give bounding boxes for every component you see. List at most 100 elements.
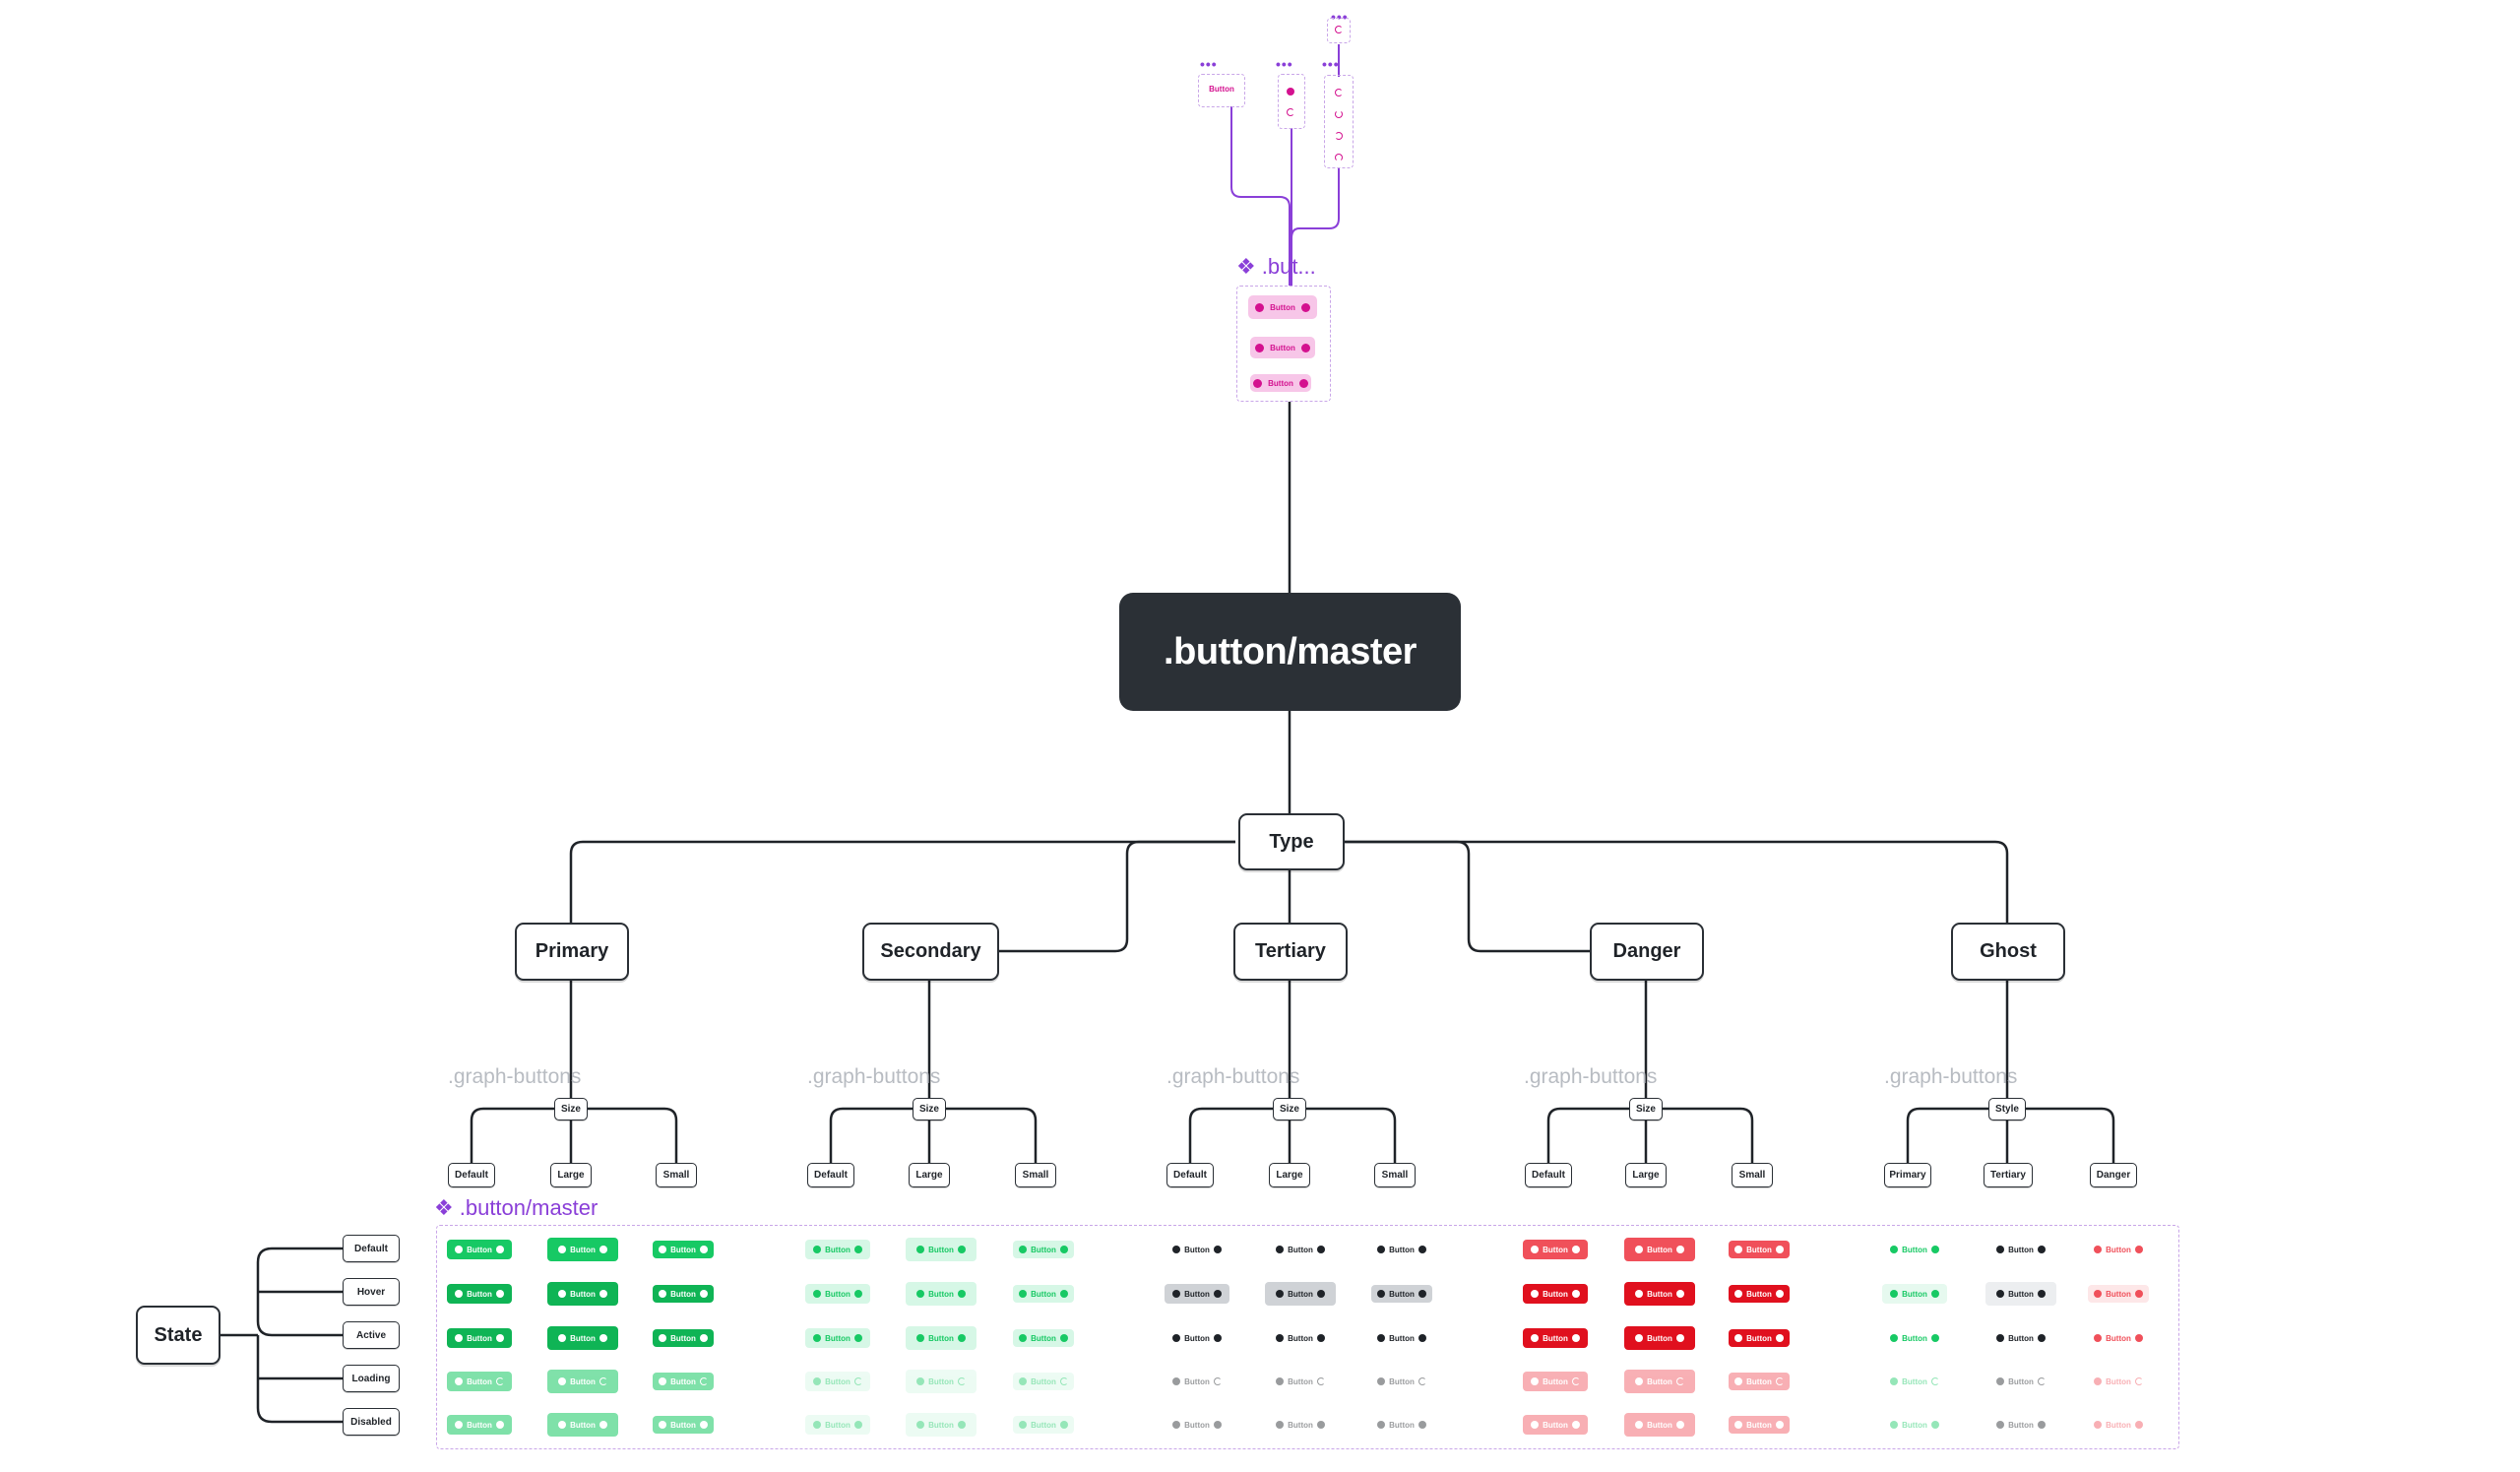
variant-button[interactable]: Button [653,1329,714,1347]
variant-button[interactable]: Button [2088,1416,2149,1434]
leaf-tertiary[interactable]: Tertiary [1984,1163,2033,1187]
variant-button[interactable]: Button [1013,1285,1074,1303]
variant-button[interactable]: Button [1265,1326,1336,1350]
type-tertiary-node[interactable]: Tertiary [1233,923,1348,981]
variant-button[interactable]: Button [805,1284,870,1304]
leaf-default[interactable]: Default [448,1163,495,1187]
variant-button[interactable]: Button [1882,1372,1947,1391]
variant-button[interactable]: Button [1165,1415,1229,1435]
variant-button[interactable]: Button [1729,1241,1790,1258]
size-node[interactable]: Size [913,1098,946,1120]
variant-button[interactable]: Button [1371,1241,1432,1258]
variant-button[interactable]: Button [1624,1282,1695,1306]
variant-button[interactable]: Button [1013,1241,1074,1258]
leaf-small[interactable]: Small [1732,1163,1773,1187]
type-ghost-node[interactable]: Ghost [1951,923,2065,981]
state-loading-node[interactable]: Loading [343,1365,400,1392]
variant-button[interactable]: Button [1882,1415,1947,1435]
variant-button[interactable]: Button [1985,1238,2056,1261]
leaf-default[interactable]: Default [807,1163,854,1187]
variant-button[interactable]: Button [447,1328,512,1348]
variant-button[interactable]: Button [653,1373,714,1390]
state-default-node[interactable]: Default [343,1235,400,1262]
type-secondary-node[interactable]: Secondary [862,923,999,981]
state-disabled-node[interactable]: Disabled [343,1408,400,1436]
variant-button[interactable]: Button [1523,1372,1588,1391]
variant-button[interactable]: Button [906,1326,976,1350]
variant-button[interactable]: Button [1624,1326,1695,1350]
variant-button[interactable]: Button [1523,1240,1588,1259]
size-node[interactable]: Size [1629,1098,1663,1120]
leaf-large[interactable]: Large [909,1163,950,1187]
style-node[interactable]: Style [1988,1098,2026,1120]
variant-button[interactable]: Button [2088,1285,2149,1303]
variant-button[interactable]: Button [447,1415,512,1435]
variant-button[interactable]: Button [805,1372,870,1391]
variant-button[interactable]: Button [1729,1373,1790,1390]
variant-button[interactable]: Button [2088,1373,2149,1390]
leaf-small[interactable]: Small [1374,1163,1416,1187]
variant-button[interactable]: Button [906,1413,976,1437]
variant-button[interactable]: Button [2088,1241,2149,1258]
variant-button[interactable]: Button [1265,1282,1336,1306]
variant-button[interactable]: Button [1729,1285,1790,1303]
state-hover-node[interactable]: Hover [343,1278,400,1306]
variant-button[interactable]: Button [1013,1329,1074,1347]
variant-button[interactable]: Button [447,1240,512,1259]
variant-button[interactable]: Button [906,1282,976,1306]
variant-button[interactable]: Button [1165,1240,1229,1259]
variant-button[interactable]: Button [1265,1413,1336,1437]
variant-button[interactable]: Button [1523,1328,1588,1348]
type-node[interactable]: Type [1238,813,1345,870]
master-node[interactable]: .button/master [1119,593,1461,711]
variant-button[interactable]: Button [1265,1370,1336,1393]
variant-button[interactable]: Button [547,1413,618,1437]
variant-button[interactable]: Button [1882,1328,1947,1348]
leaf-large[interactable]: Large [1269,1163,1310,1187]
variant-button[interactable]: Button [1985,1370,2056,1393]
variant-button[interactable]: Button [1985,1413,2056,1437]
variant-button[interactable]: Button [1371,1329,1432,1347]
variant-button[interactable]: Button [653,1416,714,1434]
leaf-default[interactable]: Default [1166,1163,1214,1187]
state-active-node[interactable]: Active [343,1321,400,1349]
variant-button[interactable]: Button [1729,1416,1790,1434]
variant-button[interactable]: Button [1371,1285,1432,1303]
variant-button[interactable]: Button [547,1370,618,1393]
variant-button[interactable]: Button [805,1415,870,1435]
variant-button[interactable]: Button [653,1241,714,1258]
leaf-large[interactable]: Large [1625,1163,1667,1187]
variant-button[interactable]: Button [805,1240,870,1259]
leaf-small[interactable]: Small [1015,1163,1056,1187]
variant-button[interactable]: Button [1882,1284,1947,1304]
variant-button[interactable]: Button [1624,1238,1695,1261]
variant-button[interactable]: Button [547,1238,618,1261]
variant-button[interactable]: Button [805,1328,870,1348]
type-danger-node[interactable]: Danger [1590,923,1704,981]
variant-button[interactable]: Button [547,1326,618,1350]
variant-button[interactable]: Button [906,1370,976,1393]
variant-button[interactable]: Button [1013,1416,1074,1434]
variant-button[interactable]: Button [1013,1373,1074,1390]
variant-button[interactable]: Button [1624,1413,1695,1437]
size-node[interactable]: Size [554,1098,588,1120]
variant-button[interactable]: Button [1165,1328,1229,1348]
variant-button[interactable]: Button [1985,1282,2056,1306]
variant-button[interactable]: Button [1882,1240,1947,1259]
variant-button[interactable]: Button [906,1238,976,1261]
variant-button[interactable]: Button [1729,1329,1790,1347]
variant-button[interactable]: Button [547,1282,618,1306]
variant-button[interactable]: Button [447,1372,512,1391]
variant-button[interactable]: Button [2088,1329,2149,1347]
state-node[interactable]: State [136,1306,220,1365]
leaf-default[interactable]: Default [1525,1163,1572,1187]
leaf-danger[interactable]: Danger [2090,1163,2137,1187]
variant-button[interactable]: Button [1523,1284,1588,1304]
variant-button[interactable]: Button [1165,1284,1229,1304]
type-primary-node[interactable]: Primary [515,923,629,981]
leaf-large[interactable]: Large [550,1163,592,1187]
variant-button[interactable]: Button [1165,1372,1229,1391]
variant-button[interactable]: Button [1265,1238,1336,1261]
variant-button[interactable]: Button [1985,1326,2056,1350]
leaf-primary[interactable]: Primary [1884,1163,1931,1187]
